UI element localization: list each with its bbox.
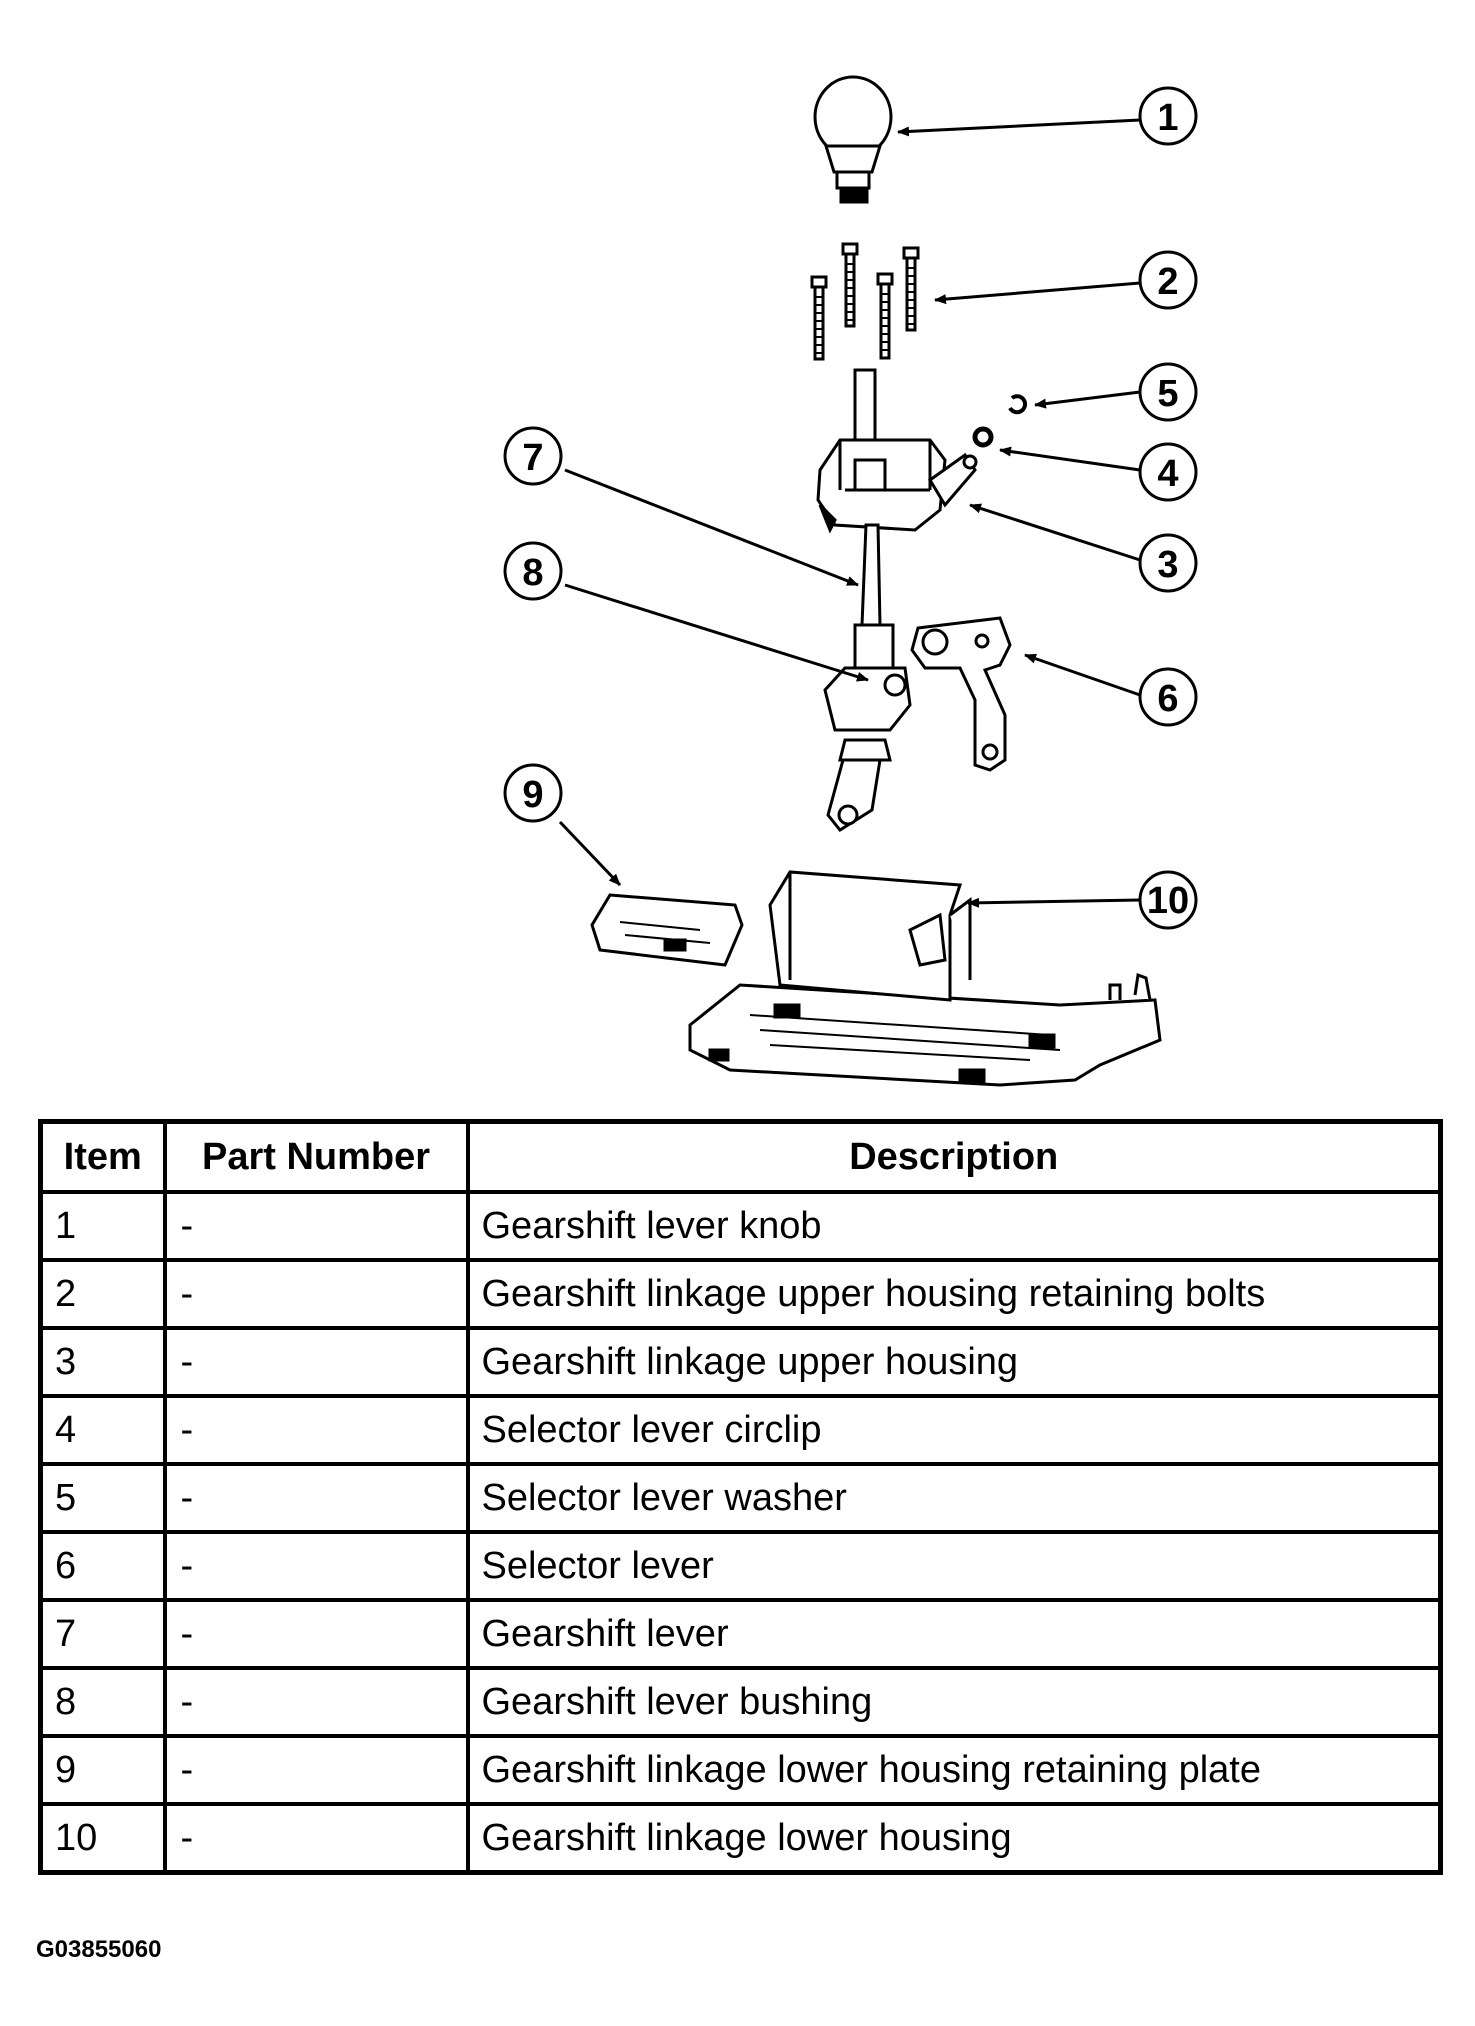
table-header-row: Item Part Number Description <box>38 1119 1443 1194</box>
item-cell: 1 <box>38 1190 167 1262</box>
description-cell: Gearshift linkage upper housing <box>465 1326 1443 1398</box>
retaining-plate-part <box>590 893 744 967</box>
description-cell: Selector lever circlip <box>465 1394 1443 1466</box>
item-cell: 3 <box>38 1326 167 1398</box>
selector-lever-part <box>910 616 1012 772</box>
figure-code: G03855060 <box>36 1936 162 1963</box>
callout-6: 6 <box>1138 667 1198 727</box>
part-number-cell: - <box>162 1394 470 1466</box>
callout-5: 5 <box>1138 362 1198 422</box>
callout-9: 9 <box>503 763 563 823</box>
part-number-column-header: Part Number <box>162 1119 470 1194</box>
part-number-cell: - <box>162 1258 470 1330</box>
washer-part <box>1008 394 1028 415</box>
part-number-cell: - <box>162 1462 470 1534</box>
exploded-parts-diagram: 1 2 3 4 5 6 7 8 9 10 <box>503 75 1198 1087</box>
callout-4-label: 4 <box>1157 453 1178 495</box>
description-cell: Selector lever washer <box>465 1462 1443 1534</box>
table-row: 5 - Selector lever washer <box>38 1462 1443 1534</box>
retaining-bolts-part <box>810 242 920 361</box>
gearshift-lever-part <box>860 523 882 627</box>
callout-2: 2 <box>1138 250 1198 310</box>
callout-3: 3 <box>1138 533 1198 593</box>
item-cell: 2 <box>38 1258 167 1330</box>
part-number-cell: - <box>162 1530 470 1602</box>
item-cell: 4 <box>38 1394 167 1466</box>
callout-10: 10 <box>1138 870 1198 930</box>
table-row: 7 - Gearshift lever <box>38 1598 1443 1670</box>
item-cell: 10 <box>38 1802 167 1875</box>
description-cell: Gearshift linkage upper housing retainin… <box>465 1258 1443 1330</box>
table-row: 2 - Gearshift linkage upper housing reta… <box>38 1258 1443 1330</box>
callout-9-label: 9 <box>522 774 543 816</box>
table-row: 8 - Gearshift lever bushing <box>38 1666 1443 1738</box>
description-cell: Gearshift lever bushing <box>465 1666 1443 1738</box>
callout-10-label: 10 <box>1147 880 1189 922</box>
callout-2-label: 2 <box>1157 261 1178 303</box>
callout-7: 7 <box>503 426 563 486</box>
description-cell: Gearshift lever <box>465 1598 1443 1670</box>
callout-3-label: 3 <box>1157 544 1178 586</box>
part-number-cell: - <box>162 1190 470 1262</box>
table-row: 10 - Gearshift linkage lower housing <box>38 1802 1443 1875</box>
description-cell: Selector lever <box>465 1530 1443 1602</box>
description-cell: Gearshift lever knob <box>465 1190 1443 1262</box>
bushing-part <box>823 623 912 832</box>
table-row: 4 - Selector lever circlip <box>38 1394 1443 1466</box>
callout-6-label: 6 <box>1157 678 1178 720</box>
part-number-cell: - <box>162 1598 470 1670</box>
upper-housing-part <box>816 368 978 534</box>
item-cell: 5 <box>38 1462 167 1534</box>
callout-1-label: 1 <box>1157 97 1178 139</box>
part-number-cell: - <box>162 1734 470 1806</box>
parts-table: Item Part Number Description 1 - Gearshi… <box>38 1119 1443 1875</box>
lower-housing-part <box>688 870 1162 1087</box>
item-column-header: Item <box>38 1119 167 1194</box>
callout-8-label: 8 <box>522 552 543 594</box>
part-number-cell: - <box>162 1802 470 1875</box>
item-cell: 7 <box>38 1598 167 1670</box>
description-column-header: Description <box>465 1119 1443 1194</box>
table-row: 1 - Gearshift lever knob <box>38 1190 1443 1262</box>
gearshift-knob-part <box>813 75 893 204</box>
leader-lines <box>558 118 1141 908</box>
item-cell: 6 <box>38 1530 167 1602</box>
table-row: 3 - Gearshift linkage upper housing <box>38 1326 1443 1398</box>
item-cell: 9 <box>38 1734 167 1806</box>
part-number-cell: - <box>162 1666 470 1738</box>
callout-8: 8 <box>503 541 563 601</box>
description-cell: Gearshift linkage lower housing <box>465 1802 1443 1875</box>
item-cell: 8 <box>38 1666 167 1738</box>
callout-1: 1 <box>1138 86 1198 146</box>
callout-7-label: 7 <box>522 437 543 479</box>
callout-4: 4 <box>1138 442 1198 502</box>
part-number-cell: - <box>162 1326 470 1398</box>
table-row: 9 - Gearshift linkage lower housing reta… <box>38 1734 1443 1806</box>
callout-5-label: 5 <box>1157 373 1178 415</box>
description-cell: Gearshift linkage lower housing retainin… <box>465 1734 1443 1806</box>
table-row: 6 - Selector lever <box>38 1530 1443 1602</box>
circlip-part <box>972 426 994 448</box>
